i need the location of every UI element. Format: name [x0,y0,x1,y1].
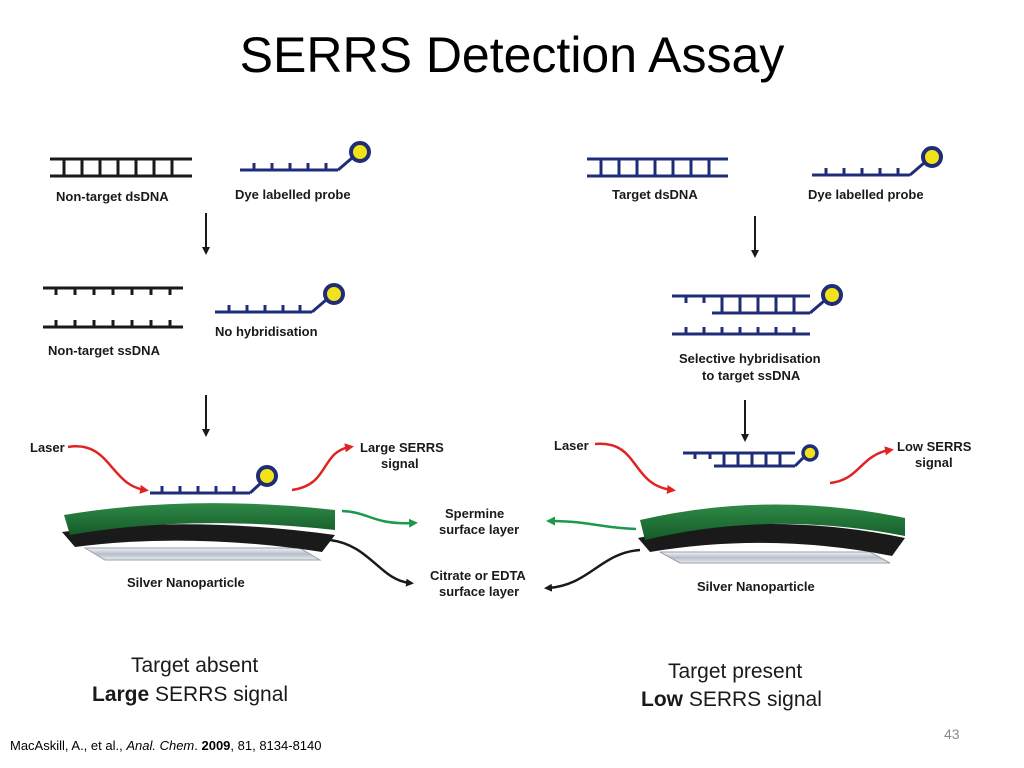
complex-in-solution [683,444,819,468]
signal-label-left-1: Large SERRS [360,440,444,455]
citrate-arrow-left [329,538,414,587]
dye-probe-right-label: Dye labelled probe [808,187,924,202]
result-left-line2: Large SERRS signal [92,683,288,706]
no-hybridisation-label: No hybridisation [215,324,318,339]
dye-icon [256,465,278,487]
non-target-dsdna [50,157,192,178]
laser-arrow-right [594,442,676,494]
citrate-label-2: surface layer [439,584,519,599]
signal-label-right-1: Low SERRS [897,439,972,454]
dye-icon [801,444,819,462]
spermine-arrow-right [546,516,637,531]
laser-label-left: Laser [30,440,65,455]
nanoparticle-label-left: Silver Nanoparticle [127,575,245,590]
spermine-layer-right [640,504,905,540]
dye-icon [821,284,843,306]
target-dsdna-label: Target dsDNA [612,187,698,202]
result-left-line1: Target absent [131,654,258,677]
non-target-dsdna-label: Non-target dsDNA [56,189,169,204]
dye-probe-left-label: Dye labelled probe [235,187,351,202]
non-target-ssdna-label: Non-target ssDNA [48,343,161,358]
laser-label-right: Laser [554,438,589,453]
spermine-label-2: surface layer [439,522,519,537]
silver-nanoparticle-left [62,503,335,561]
spermine-layer-left [64,503,335,535]
signal-label-right-2: signal [915,455,953,470]
dye-probe-left [240,141,371,172]
result-right-line2: Low SERRS signal [641,688,822,711]
hybridisation-label-2: to target ssDNA [702,368,801,383]
silver-nanoparticle-right [638,504,905,564]
page-number: 43 [944,726,960,742]
citation: MacAskill, A., et al., Anal. Chem. 2009,… [10,738,322,753]
laser-arrow-left [67,445,149,494]
slide-title: SERRS Detection Assay [239,27,785,83]
signal-arrow-right [829,446,894,485]
dye-icon [323,283,345,305]
probe-on-surface-left [150,465,278,495]
spermine-label-1: Spermine [445,506,504,521]
signal-arrow-left [291,443,354,492]
non-target-ssdna [43,286,183,329]
result-right-line1: Target present [668,660,802,683]
nanoparticle-label-right: Silver Nanoparticle [697,579,815,594]
signal-label-left-2: signal [381,456,419,471]
dye-icon [349,141,371,163]
citrate-arrow-right [544,548,641,592]
probe-unhybridised [215,283,345,314]
hybridisation-label-1: Selective hybridisation [679,351,821,366]
dye-probe-right [812,146,943,177]
hybridised-complex [672,284,843,336]
dye-icon [921,146,943,168]
spermine-arrow-left [341,509,418,528]
target-dsdna [587,157,728,178]
citrate-label-1: Citrate or EDTA [430,568,526,583]
